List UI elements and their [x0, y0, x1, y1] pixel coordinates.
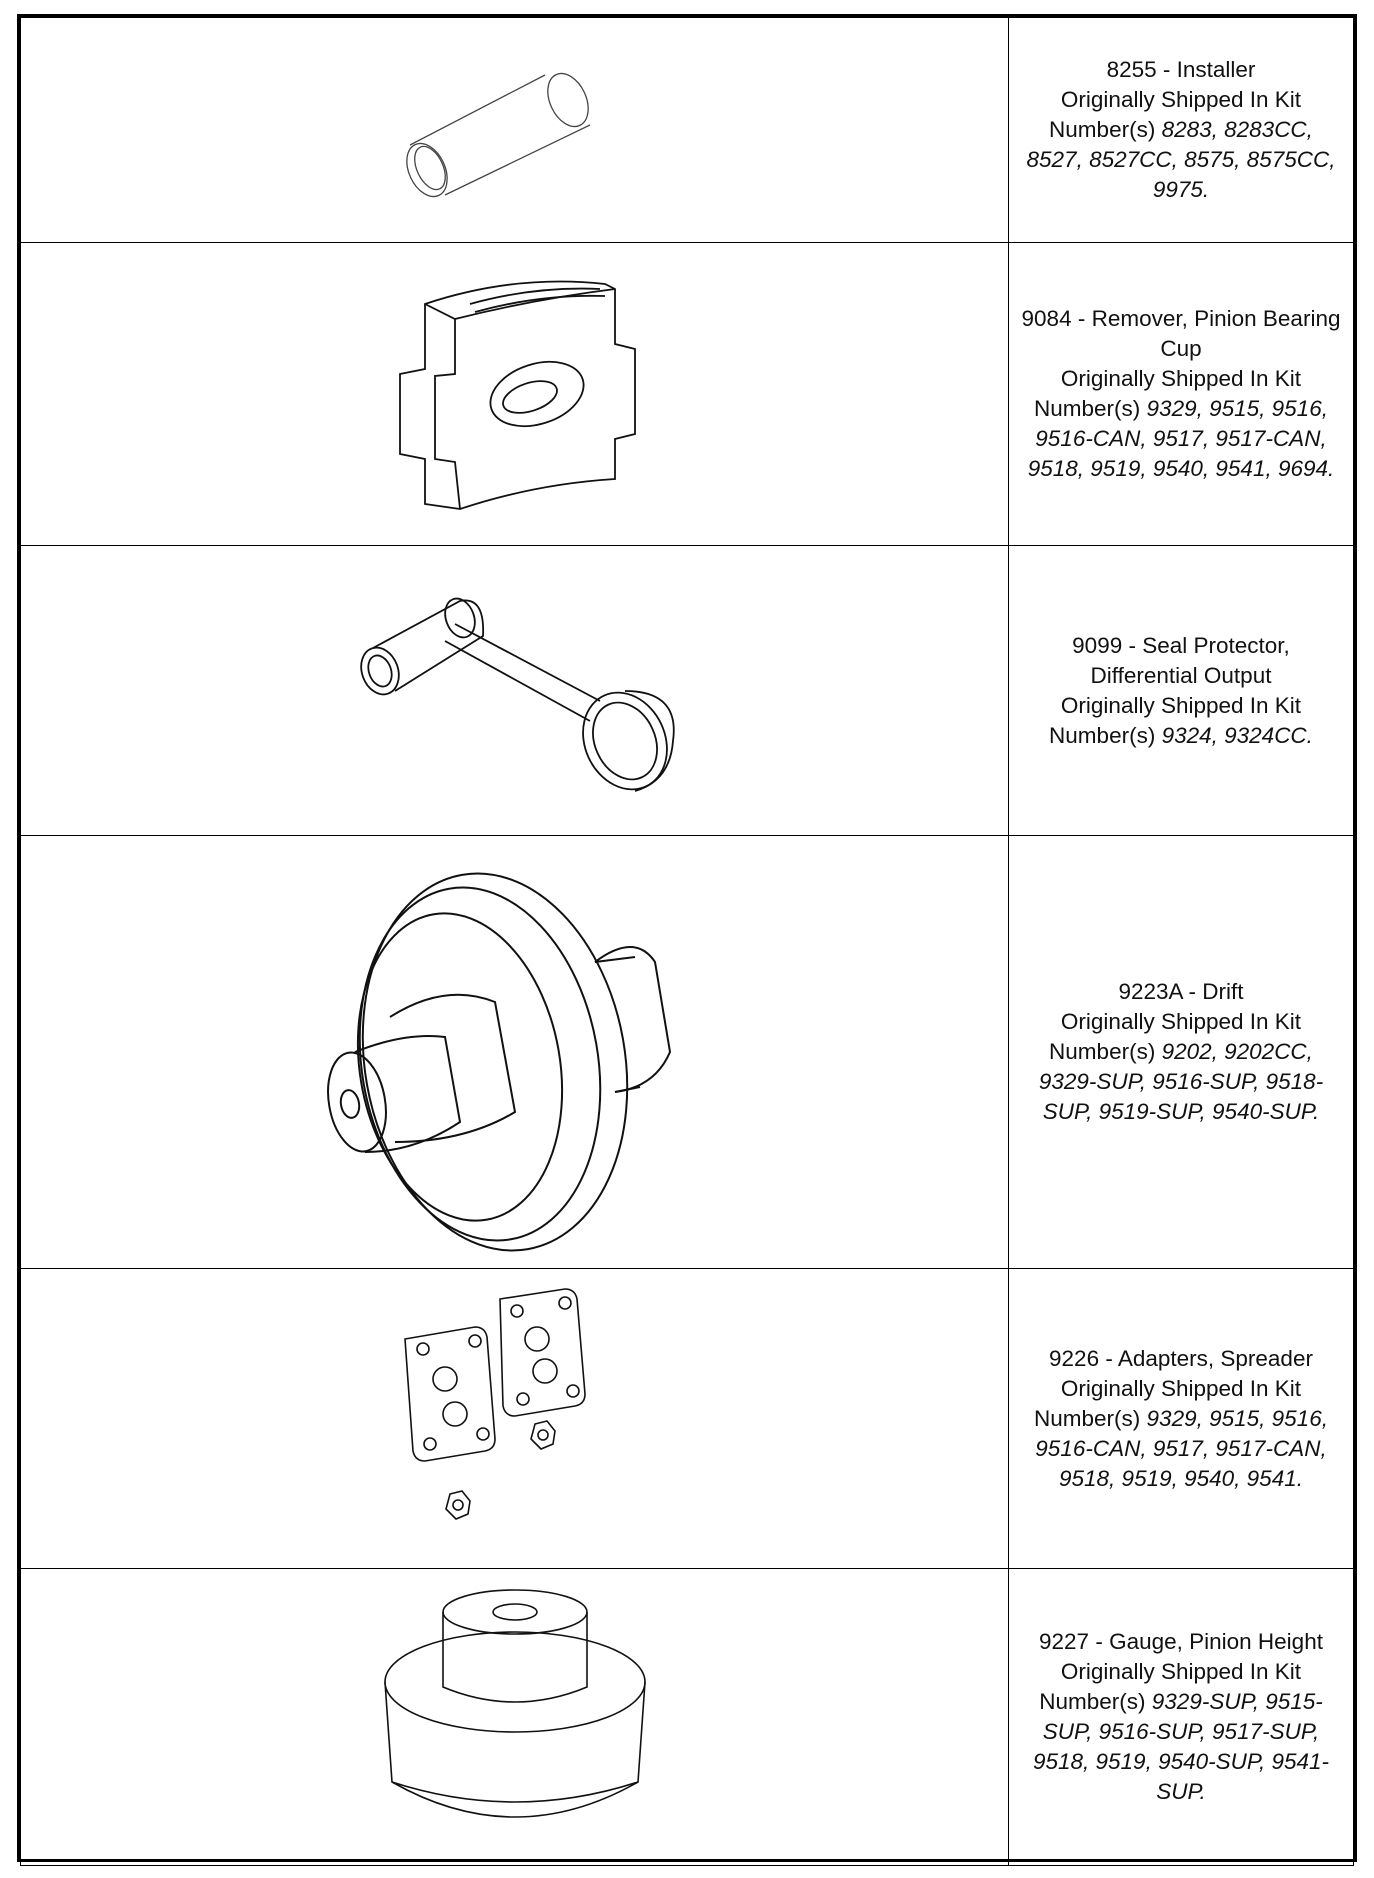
tool-title: 9223A - Drift	[1118, 979, 1244, 1004]
tool-list: 8255 - Installer Originally Shipped In K…	[20, 17, 1354, 1866]
kit-prefix: Originally Shipped In Kit Number(s)	[1049, 1009, 1302, 1064]
tool-title: 8255 - Installer	[1106, 57, 1256, 82]
tool-title: 9226 - Adapters, Spreader	[1049, 1345, 1313, 1371]
kit-numbers: 9329-SUP, 9515-SUP, 9516-SUP, 9517-SUP, …	[1032, 1689, 1330, 1804]
tool-title: 9227 - Gauge, Pinion Height	[1039, 1629, 1323, 1654]
kit-numbers: 8283, 8283CC, 8527, 8527CC, 8575, 8575CC…	[1026, 117, 1336, 202]
image-cell	[20, 242, 1009, 546]
image-cell	[20, 1568, 1009, 1866]
installer-illustration	[385, 55, 645, 205]
image-cell	[20, 1268, 1009, 1569]
seal-protector-illustration	[325, 566, 705, 816]
kit-numbers: 9329, 9515, 9516, 9516-CAN, 9517, 9517-C…	[1035, 1405, 1328, 1491]
table-row: 9227 - Gauge, Pinion Height Originally S…	[20, 1568, 1354, 1866]
table-row: 9223A - Drift Originally Shipped In Kit …	[20, 835, 1354, 1269]
tool-title: 9099 - Seal Protector, Differential Outp…	[1072, 632, 1290, 688]
remover-illustration	[365, 264, 665, 524]
description-cell: 9099 - Seal Protector, Differential Outp…	[1008, 545, 1354, 836]
description-cell: 9223A - Drift Originally Shipped In Kit …	[1008, 835, 1354, 1269]
table-row: 8255 - Installer Originally Shipped In K…	[20, 17, 1354, 243]
kit-numbers: 9329, 9515, 9516, 9516-CAN, 9517, 9517-C…	[1027, 396, 1335, 481]
image-cell	[20, 17, 1009, 243]
image-cell	[20, 545, 1009, 836]
kit-prefix: Originally Shipped In Kit Number(s)	[1034, 366, 1302, 421]
description-cell: 9227 - Gauge, Pinion Height Originally S…	[1008, 1568, 1354, 1866]
drift-illustration	[295, 852, 735, 1252]
table-row: 9226 - Adapters, Spreader Originally Shi…	[20, 1268, 1354, 1569]
description-cell: 9226 - Adapters, Spreader Originally Shi…	[1008, 1268, 1354, 1569]
kit-numbers: 9202, 9202CC, 9329-SUP, 9516-SUP, 9518-S…	[1038, 1039, 1324, 1124]
description-cell: 8255 - Installer Originally Shipped In K…	[1008, 17, 1354, 243]
table-row: 9084 - Remover, Pinion Bearing Cup Origi…	[20, 242, 1354, 546]
tool-table: 8255 - Installer Originally Shipped In K…	[17, 14, 1357, 1866]
tool-title: 9084 - Remover, Pinion Bearing Cup	[1021, 306, 1341, 361]
table-row: 9099 - Seal Protector, Differential Outp…	[20, 545, 1354, 836]
kit-prefix: Originally Shipped In Kit Number(s)	[1034, 1375, 1302, 1431]
image-cell	[20, 835, 1009, 1269]
kit-prefix: Originally Shipped In Kit Number(s)	[1039, 1659, 1302, 1714]
kit-prefix: Originally Shipped In Kit Number(s)	[1049, 692, 1302, 748]
kit-prefix: Originally Shipped In Kit Number(s)	[1049, 87, 1302, 142]
adapters-illustration	[395, 1279, 635, 1559]
description-cell: 9084 - Remover, Pinion Bearing Cup Origi…	[1008, 242, 1354, 546]
kit-numbers: 9324, 9324CC.	[1161, 722, 1313, 748]
gauge-illustration	[380, 1582, 650, 1852]
